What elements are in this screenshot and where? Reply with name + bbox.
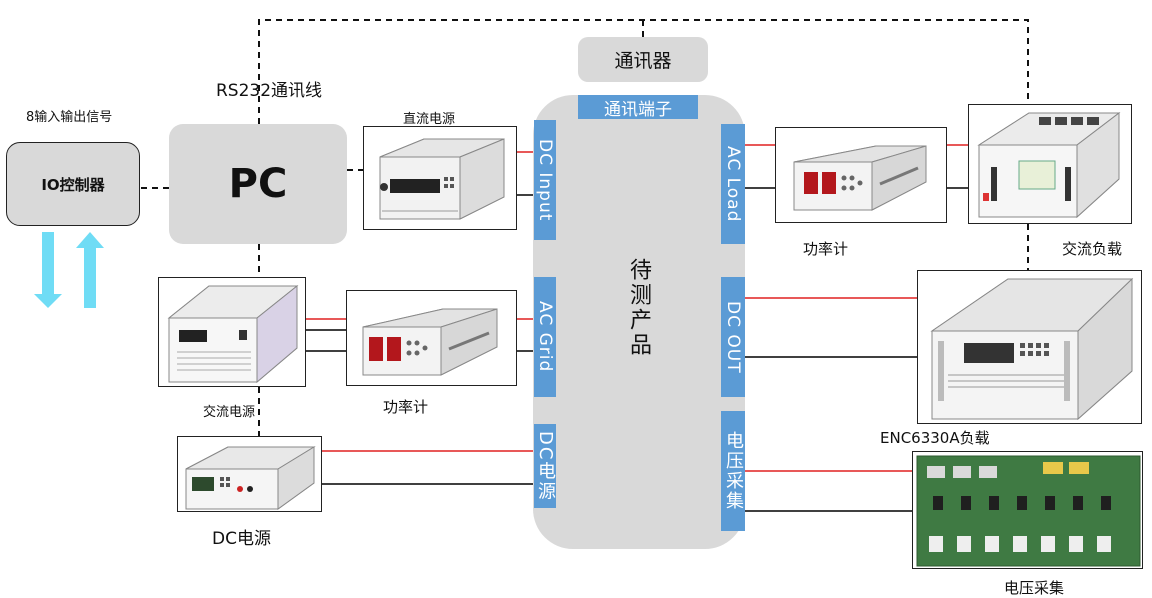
pc-box: PC [169,124,347,244]
port-ac-load-label: AC Load [723,145,743,223]
port-dc-out-label: DC OUT [723,300,743,374]
power-meter-left-device [346,290,517,386]
ac-load-label: 交流负载 [1062,240,1123,258]
port-dc-power-label: DC电源 [535,430,556,502]
port-dc-power: DC电源 [534,424,556,508]
port-dc-input-label: DC Input [535,138,555,222]
io-signal-label: 8输入输出信号 [26,110,113,125]
arrow-down-icon [34,232,62,308]
ac-load-icon [977,111,1121,219]
power-meter-left-icon [362,308,498,376]
dc-source-label: DC电源 [212,529,271,549]
voltage-board-label: 电压采集 [1004,579,1065,597]
port-dc-out: DC OUT [721,277,745,397]
io-arrows [34,232,104,308]
dc-power-device [363,126,517,230]
rs232-label: RS232通讯线 [216,81,323,101]
dc-source-icon [185,446,316,510]
ac-source-label: 交流电源 [203,405,256,420]
ac-load-device [968,104,1132,224]
power-meter-right-icon [793,145,927,211]
dc-source-device [177,436,322,512]
port-ac-grid: AC Grid [534,277,556,397]
comm-device: 通讯器 [578,37,708,82]
port-ac-grid-label: AC Grid [535,301,555,373]
port-voltage-collect-label: 电压采集 [723,431,744,511]
enc-load-device [917,270,1142,424]
enc-load-label: ENC6330A负载 [880,429,990,447]
dc-power-device-icon [379,138,505,220]
dut-label: 待测产品 [626,258,651,358]
dut-body [533,95,745,549]
power-meter-right-label: 功率计 [803,240,849,258]
enc-load-icon [930,277,1134,421]
power-meter-right-device [775,127,947,223]
voltage-board-icon [916,455,1141,567]
power-meter-left-label: 功率计 [383,398,429,416]
io-controller: IO控制器 [6,142,140,226]
port-voltage-collect: 电压采集 [721,411,745,531]
dc-power-top-label: 直流电源 [403,112,456,127]
port-ac-load: AC Load [721,124,745,244]
ac-source-icon [167,284,299,384]
arrow-up-icon [76,232,104,308]
ac-source-device [158,277,306,387]
voltage-board-device [912,451,1143,569]
port-dc-input: DC Input [534,120,556,240]
comm-port: 通讯端子 [578,95,698,120]
